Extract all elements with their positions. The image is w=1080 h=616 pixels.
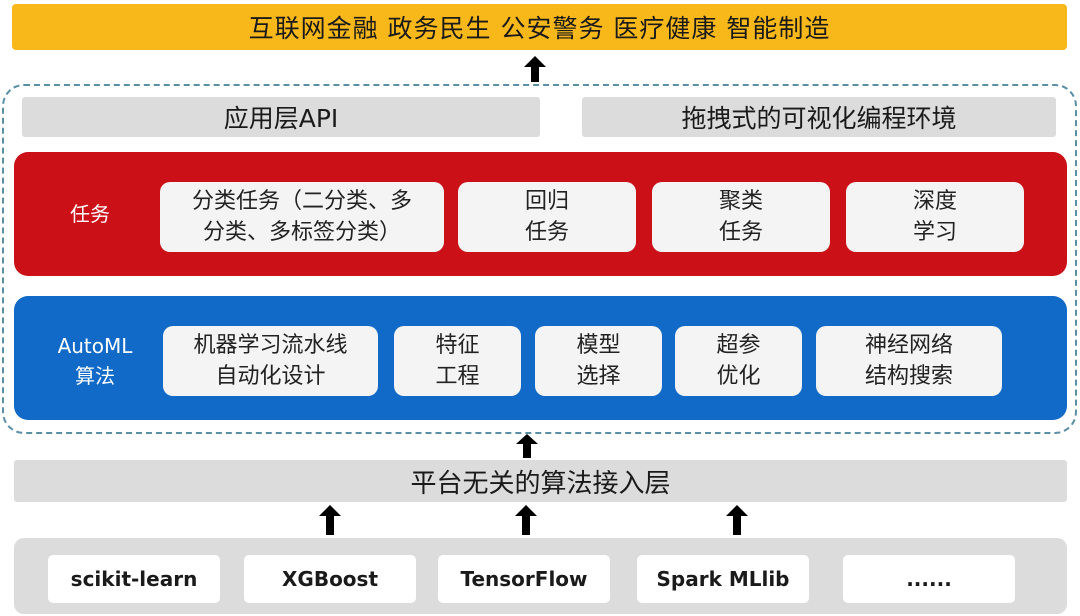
task-panel-label: 任务 <box>70 202 110 226</box>
library-spark-mllib: Spark MLlib <box>637 555 809 603</box>
automl-card-pipeline: 机器学习流水线 自动化设计 <box>163 326 378 396</box>
library-more: ...... <box>843 555 1015 603</box>
arrow-up-icon <box>524 56 546 82</box>
task-card-regression: 回归 任务 <box>458 182 636 252</box>
library-tensorflow: TensorFlow <box>438 555 610 603</box>
arrow-up-icon <box>726 505 748 535</box>
visual-programming-env: 拖拽式的可视化编程环境 <box>582 97 1056 137</box>
app-layer-api: 应用层API <box>22 97 540 137</box>
library-xgboost: XGBoost <box>244 555 416 603</box>
arrow-up-icon <box>515 505 537 535</box>
automl-card-feature-engineering: 特征 工程 <box>394 326 521 396</box>
arrow-up-icon <box>516 434 538 458</box>
system-frame <box>2 84 1077 434</box>
task-card-clustering: 聚类 任务 <box>652 182 830 252</box>
automl-card-model-selection: 模型 选择 <box>535 326 662 396</box>
automl-card-nas: 神经网络 结构搜索 <box>816 326 1002 396</box>
task-card-classification: 分类任务（二分类、多 分类、多标签分类） <box>160 182 444 252</box>
automl-card-hyperparameter: 超参 优化 <box>675 326 802 396</box>
arrow-up-icon <box>319 505 341 535</box>
library-scikit-learn: scikit-learn <box>48 555 220 603</box>
automl-panel-label: AutoML 算法 <box>57 334 133 388</box>
platform-access-layer: 平台无关的算法接入层 <box>14 460 1067 502</box>
task-card-deep-learning: 深度 学习 <box>846 182 1024 252</box>
application-domains-banner: 互联网金融 政务民生 公安警务 医疗健康 智能制造 <box>12 4 1067 50</box>
